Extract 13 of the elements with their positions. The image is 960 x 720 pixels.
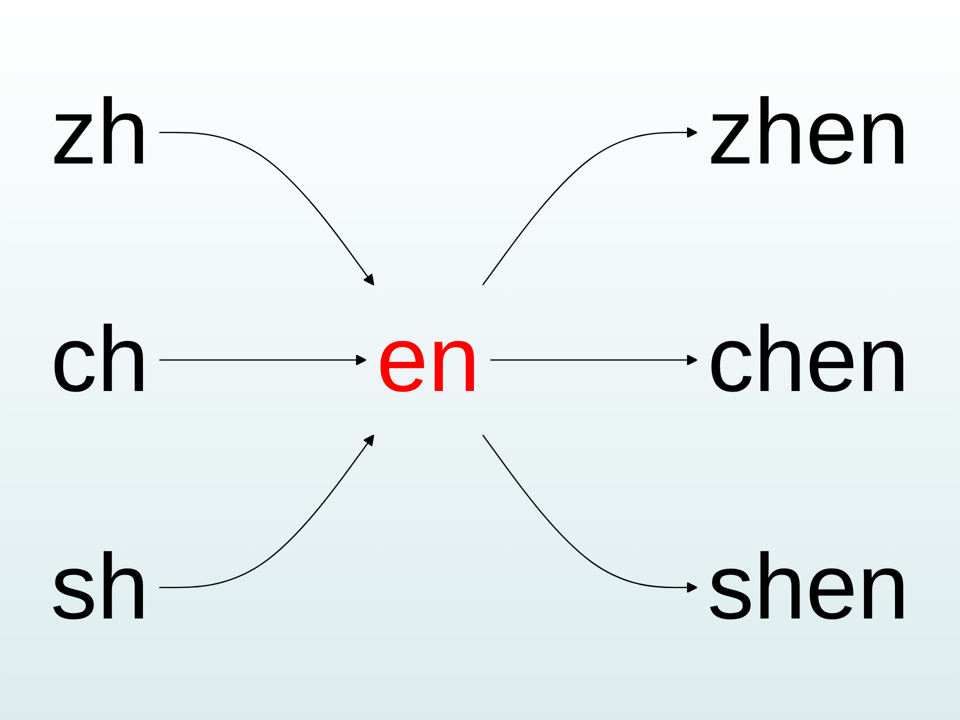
arrow	[490, 354, 698, 366]
node-text: zh	[50, 80, 149, 184]
arrow	[482, 126, 698, 286]
node-text: shen	[707, 536, 910, 640]
node-text: sh	[50, 536, 149, 640]
arrow	[159, 434, 374, 588]
node-text: chen	[707, 308, 910, 412]
arrow	[159, 354, 367, 366]
node-text: zhen	[707, 80, 910, 184]
arrow	[159, 132, 374, 286]
node-text: en	[376, 308, 480, 412]
node-text: ch	[50, 308, 149, 412]
arrow	[482, 434, 698, 594]
